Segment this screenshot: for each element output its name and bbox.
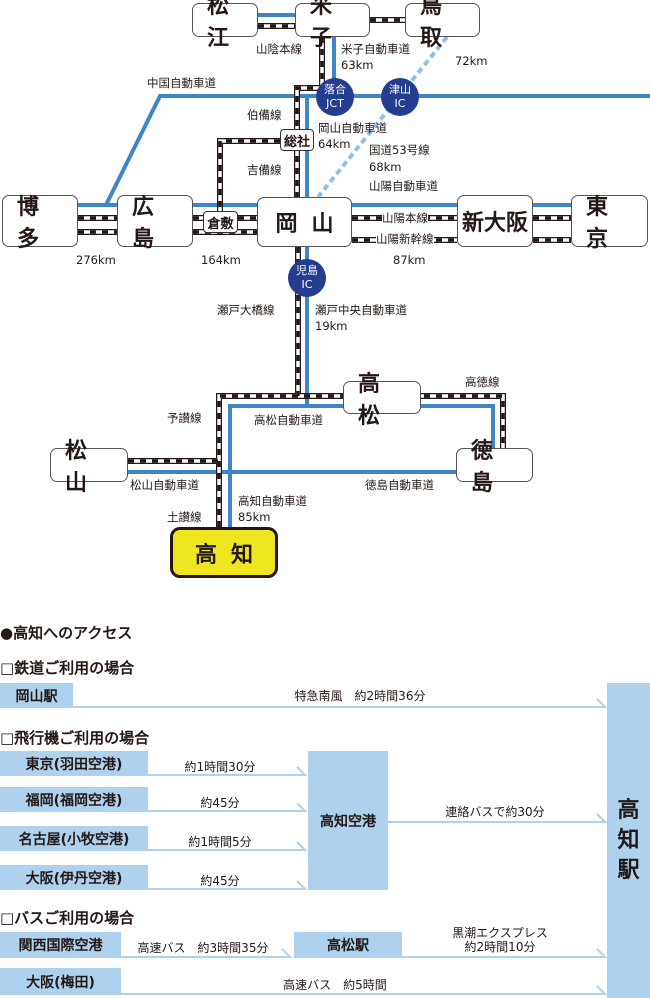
tokushima-expwy-label: 徳島自動車道 <box>365 478 434 492</box>
umeda-bus-label: 高速バス 約5時間 <box>283 978 387 992</box>
kochi-station-destination: 高知駅 <box>607 683 650 998</box>
kuroshio-express-label: 黒潮エクスプレス <box>452 926 548 940</box>
from-osaka-itami: 大阪(伊丹空港) <box>0 865 148 890</box>
dosan-line-label: 土讃線 <box>167 510 202 524</box>
seto-ohashi-line-label: 瀬戸大橋線 <box>217 303 275 317</box>
hiroshima-km-label: 164km <box>201 253 241 267</box>
matsuyama-expwy-label: 松山自動車道 <box>130 478 199 492</box>
ic-label: IC <box>301 278 313 291</box>
okayama-km-label: 64km <box>318 137 351 151</box>
okayama-expwy-label: 岡山自動車道 <box>318 121 387 135</box>
station-tokyo[interactable]: 東京 <box>571 195 648 252</box>
station-hiroshima[interactable]: 広島 <box>117 195 193 252</box>
san-in-line-label: 山陰本線 <box>256 42 302 56</box>
osaka-km-label: 87km <box>393 253 426 267</box>
hakata-km-label: 276km <box>76 253 116 267</box>
station-hakata[interactable]: 博多 <box>2 195 78 252</box>
sanyo-shinkansen-label: 山陽新幹線 <box>376 232 434 247</box>
yonago-expwy-label: 米子自動車道 <box>341 42 410 56</box>
station-shin-osaka[interactable]: 新大阪 <box>457 195 533 247</box>
access-title: ●高知へのアクセス <box>0 624 133 642</box>
from-kansai-airport: 関西国際空港 <box>0 932 121 958</box>
route53-label: 国道53号線 <box>369 143 430 157</box>
kotoku-line-label: 高徳線 <box>465 375 500 389</box>
station-takamatsu[interactable]: 高松 <box>343 372 421 429</box>
ic-label: JCT <box>326 97 344 110</box>
kochi-km-label: 85km <box>238 510 271 524</box>
air-time-fukuoka: 約45分 <box>200 796 240 810</box>
ic-label: 落合 <box>324 83 346 96</box>
ic-label: 津山 <box>389 83 411 96</box>
air-time-nagoya: 約1時間5分 <box>188 835 252 849</box>
kansai-bus-label: 高速バス 約3時間35分 <box>137 941 269 955</box>
chugoku-expressway <box>104 94 650 206</box>
sanyo-line-label: 山陽本線 <box>382 211 428 226</box>
from-fukuoka: 福岡(福岡空港) <box>0 787 148 812</box>
hakubi-line-label: 伯備線 <box>247 108 282 122</box>
ic-label: IC <box>394 97 406 110</box>
station-matsuyama[interactable]: 松山 <box>50 439 128 496</box>
takamatsu-expwy-label: 高松自動車道 <box>254 413 323 427</box>
chugoku-expwy-label: 中国自動車道 <box>147 76 216 90</box>
tottori-km-label: 72km <box>455 54 488 68</box>
station-tottori[interactable]: 鳥取 <box>405 0 480 51</box>
route53-line <box>316 35 449 199</box>
station-soja[interactable]: 総社 <box>280 129 314 151</box>
seto-chuo-expwy-label: 瀬戸中央自動車道 <box>315 303 407 317</box>
destination-char: 高 <box>617 797 640 823</box>
air-time-osaka: 約45分 <box>200 874 240 888</box>
rail-heading: □鉄道ご利用の場合 <box>0 659 135 677</box>
ic-label: 児島 <box>296 264 318 277</box>
station-matsue[interactable]: 松江 <box>192 0 258 51</box>
takamatsu-station-transfer: 高松駅 <box>294 932 402 958</box>
destination-char: 駅 <box>617 857 640 883</box>
station-tokushima[interactable]: 徳島 <box>456 439 533 496</box>
sanyo-expwy-label: 山陽自動車道 <box>369 179 438 193</box>
from-osaka-umeda: 大阪(梅田) <box>0 968 121 995</box>
kibi-line-label: 吉備線 <box>247 163 282 177</box>
kuroshio-time-label: 約2時間10分 <box>464 940 536 954</box>
air-time-tokyo: 約1時間30分 <box>184 760 256 774</box>
from-nagoya-komaki: 名古屋(小牧空港) <box>0 826 148 851</box>
destination-char: 知 <box>617 827 640 853</box>
air-heading: □飛行機ご利用の場合 <box>0 729 150 747</box>
yosan-line-label: 予讃線 <box>167 411 202 425</box>
from-tokyo-haneda: 東京(羽田空港) <box>0 751 148 776</box>
yonago-km-label: 63km <box>341 58 374 72</box>
kochi-expwy-label: 高知自動車道 <box>238 494 307 508</box>
from-okayama-station: 岡山駅 <box>0 683 73 708</box>
access-lines <box>73 698 608 995</box>
station-kurashiki[interactable]: 倉敷 <box>203 211 238 233</box>
station-kochi[interactable]: 高知 <box>170 527 278 578</box>
seto-km-label: 19km <box>315 319 348 333</box>
rail-route-label: 特急南風 約2時間36分 <box>294 689 426 703</box>
station-yonago[interactable]: 米子 <box>295 0 370 51</box>
bus-heading: □バスご利用の場合 <box>0 909 135 927</box>
route53-km-label: 68km <box>369 160 402 174</box>
station-okayama[interactable]: 岡山 <box>257 197 352 247</box>
kochi-airport: 高知空港 <box>308 751 388 890</box>
airport-bus-label: 連絡バスで約30分 <box>445 805 545 819</box>
